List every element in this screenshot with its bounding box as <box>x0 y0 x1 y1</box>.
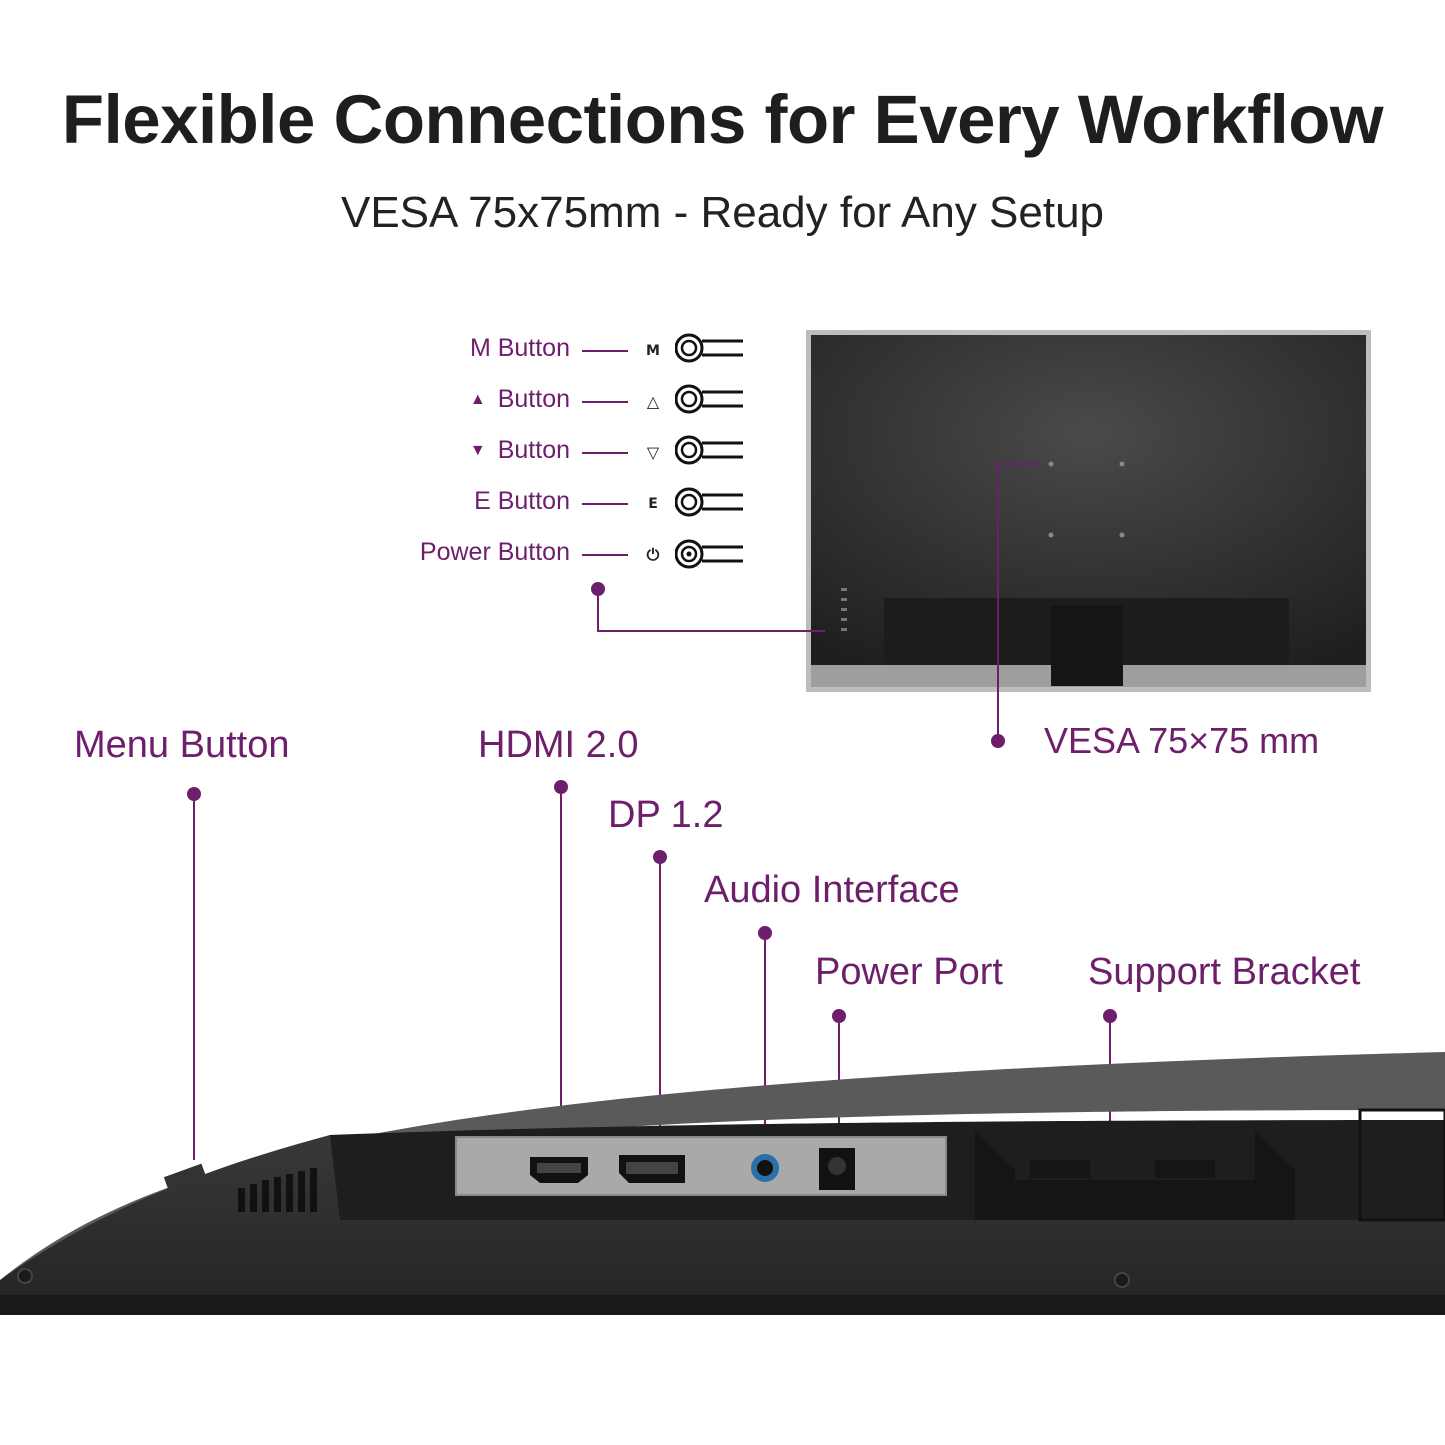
e-button-row: E Button E <box>270 487 750 521</box>
down-triangle-icon: ▼ <box>469 442 486 459</box>
control-buttons-legend: M Button M ▲ Button △ ▼ Button ▽ E Button … <box>270 330 750 590</box>
e-key-icon <box>675 487 743 517</box>
up-button-row: ▲ Button △ <box>270 385 750 419</box>
up-button-text: Button <box>497 385 570 413</box>
e-button-text: E Button <box>474 487 570 515</box>
power-jack-icon <box>819 1148 855 1190</box>
menu-button-icon <box>163 1163 207 1191</box>
power-button-label: Power Button <box>270 538 570 567</box>
down-button-row: ▼ Button ▽ <box>270 436 750 470</box>
vesa-hole-icon <box>1048 461 1054 467</box>
e-button-label: E Button <box>270 487 570 516</box>
m-key-icon <box>675 333 743 363</box>
power-button-text: Power Button <box>419 538 570 566</box>
down-button-label: ▼ Button <box>270 436 570 465</box>
m-glyph-icon: M <box>646 343 660 359</box>
monitor-bottom-illustration <box>0 1052 1445 1315</box>
displayport-icon <box>619 1155 685 1183</box>
down-glyph-icon: ▽ <box>646 443 660 462</box>
support-bracket-callout: Support Bracket <box>1088 951 1361 993</box>
page-subtitle: VESA 75x75mm - Ready for Any Setup <box>340 188 1105 237</box>
vent-slots-icon <box>238 1168 317 1212</box>
menu-button-callout: Menu Button <box>74 724 290 766</box>
page-title: Flexible Connections for Every Workflow <box>61 81 1384 158</box>
leader-line <box>582 503 628 505</box>
leader-line <box>582 452 628 454</box>
vesa-hole-icon <box>1119 532 1125 538</box>
power-port-callout: Power Port <box>815 951 1003 993</box>
up-glyph-icon: △ <box>646 392 660 411</box>
leader-line <box>582 554 628 556</box>
hdmi-port-icon <box>530 1157 588 1183</box>
audio-jack-icon <box>751 1154 779 1182</box>
audio-callout: Audio Interface <box>704 869 960 911</box>
e-glyph-icon: E <box>648 496 658 512</box>
vesa-callout: VESA 75×75 mm <box>1044 720 1320 761</box>
up-button-label: ▲ Button <box>270 385 570 414</box>
up-key-icon <box>675 384 743 414</box>
vesa-hole-icon <box>1119 461 1125 467</box>
m-button-label: M Button <box>270 334 570 363</box>
down-key-icon <box>675 435 743 465</box>
support-bracket-icon <box>975 1130 1295 1220</box>
leader-line <box>582 350 628 352</box>
leader-line <box>582 401 628 403</box>
monitor-back-illustration <box>806 330 1371 692</box>
power-button-row: Power Button ⏻ <box>270 538 750 572</box>
down-button-text: Button <box>497 436 570 464</box>
power-key-icon <box>675 539 743 569</box>
hdmi-callout: HDMI 2.0 <box>478 724 639 766</box>
power-glyph-icon: ⏻ <box>646 545 660 564</box>
up-triangle-icon: ▲ <box>469 391 486 408</box>
m-button-text: M Button <box>469 334 570 362</box>
dp-callout: DP 1.2 <box>608 794 724 836</box>
vesa-hole-icon <box>1048 532 1054 538</box>
m-button-row: M Button M <box>270 334 750 368</box>
button-keys-graphic <box>675 333 743 569</box>
